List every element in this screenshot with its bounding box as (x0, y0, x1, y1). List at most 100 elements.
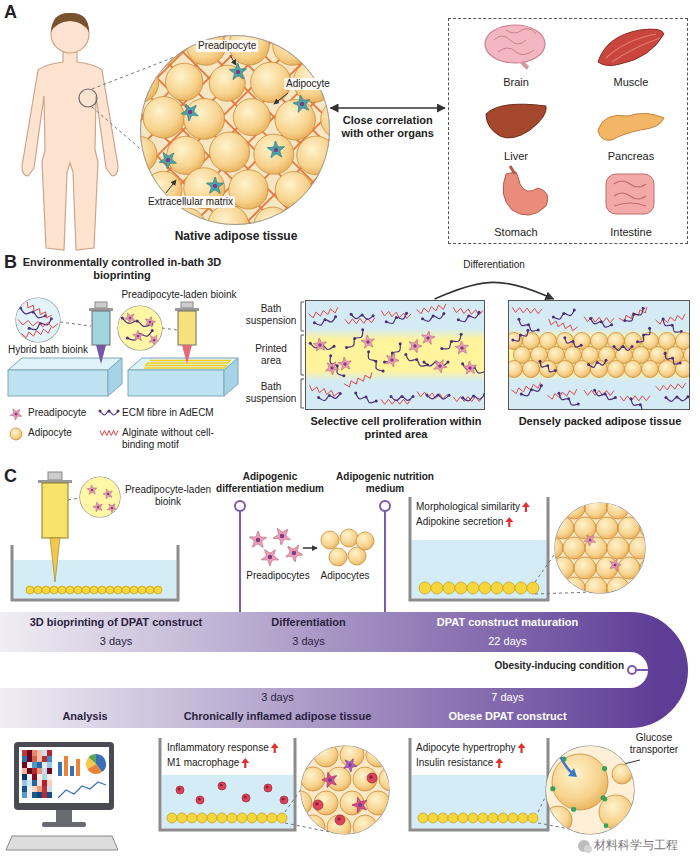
cell-nucleus (315, 802, 319, 806)
organ-label: Intestine (581, 226, 681, 239)
adipocyte-cell (541, 497, 563, 519)
adipocyte-cell (557, 361, 574, 378)
macrophage-cell (335, 815, 345, 825)
adipocyte-cell (574, 557, 596, 579)
fibre-dot (117, 410, 120, 413)
fibre-dot (446, 360, 449, 363)
fibre-dot (554, 369, 557, 372)
fibre-dot (313, 321, 316, 324)
ecm-fibre (559, 393, 578, 405)
adipocyte-cell (275, 172, 312, 209)
syringe-plunger (181, 302, 193, 308)
increase-arrow-head (518, 743, 526, 748)
ecm-fibre (591, 319, 612, 328)
adipocyte-cell (356, 532, 374, 550)
printed-construct (26, 586, 34, 594)
heatmap-cell (42, 756, 47, 762)
adipocyte-cell (596, 517, 618, 539)
adipocyte-cell (141, 28, 179, 66)
heatmap-cell (22, 750, 27, 756)
heatmap-cell (27, 750, 32, 756)
printed-construct (122, 586, 130, 594)
ecm-fibre (589, 360, 606, 367)
printed-construct (138, 586, 146, 594)
fibre-dot (450, 340, 453, 343)
fibre-dot (108, 410, 111, 413)
preadipocyte-cell (422, 331, 435, 344)
adipocyte-cell (98, 97, 138, 137)
fibre-dot (604, 392, 607, 395)
adipocyte-cell (143, 97, 184, 138)
fibre-dot (372, 314, 375, 317)
adipocyte-cell (273, 26, 313, 66)
zoom-guide (68, 498, 80, 500)
line-chart (58, 782, 106, 798)
preadipocyte-cell (181, 104, 198, 121)
organ-label: Stomach (466, 226, 566, 239)
step-duration: 3 days (170, 691, 385, 704)
heatmap-cell (37, 780, 42, 786)
cell-nucleus (460, 346, 464, 350)
preadipocyte-cell (133, 331, 143, 341)
heatmap-cell (37, 774, 42, 780)
outcome-label: Insulin resistance (416, 757, 493, 769)
bath-bioink-zoom (16, 298, 60, 342)
printed-construct (66, 586, 74, 594)
adipocyte-cell (608, 361, 625, 378)
fibre-dot (519, 334, 522, 337)
fibre-dot (461, 362, 464, 365)
fibre-dot (664, 396, 667, 399)
preadipocyte-cell (145, 317, 155, 327)
fibre-dot (642, 307, 645, 310)
heatmap-cell (32, 780, 37, 786)
printed-construct (488, 813, 498, 823)
heatmap-cell (37, 786, 42, 792)
heatmap-cell (42, 780, 47, 786)
ecm-fibre (595, 390, 616, 399)
medium-stem (384, 511, 386, 612)
ecm-line (0, 20, 163, 240)
legend-text: Adipocyte (28, 427, 72, 439)
adipocyte-cell (574, 361, 591, 378)
printed-construct (443, 582, 455, 594)
printed-construct (448, 813, 458, 823)
monitor-frame (14, 742, 114, 810)
fibre-dot (361, 314, 364, 317)
printed-construct (468, 813, 478, 823)
printed-construct (247, 813, 257, 823)
increase-arrow-head (505, 517, 513, 522)
cell-label: Adipocyte (284, 78, 332, 90)
cell-label: Preadipocyte (196, 40, 258, 52)
cell-nucleus (390, 358, 394, 362)
cell-nucleus (178, 788, 181, 791)
heatmap-cell (47, 786, 52, 792)
adipocyte-cell (607, 577, 629, 599)
step-name: Analysis (0, 710, 170, 723)
adipocyte-cell (599, 795, 633, 829)
adipocyte-cell (353, 767, 377, 791)
cell-nucleus (274, 148, 279, 153)
cell-nucleus (97, 506, 100, 509)
brain-fold (498, 48, 534, 55)
ecm-fibre (565, 338, 581, 347)
printed-construct (34, 586, 42, 594)
ecm-line (0, 20, 137, 240)
adipocyte-cell (541, 537, 563, 559)
adipocyte-cell (340, 529, 358, 547)
heatmap-cell (32, 792, 37, 798)
fibre-dot (614, 396, 617, 399)
ecm-fibre (521, 385, 541, 395)
preadipocyte-cell (322, 772, 337, 787)
heatmap-cell (37, 792, 42, 798)
adipocyte-cell (10, 428, 22, 440)
tank-wall (12, 545, 178, 600)
fibre-dot (383, 361, 386, 364)
muscle-stripe (612, 38, 660, 62)
fibre-dot (405, 312, 408, 315)
step-name: DPAT construct maturation (385, 616, 630, 629)
outcome-label: Inflammatory response (167, 742, 269, 754)
heatmap-cell (22, 780, 27, 786)
printed-area-panel: Selective cell proliferation within prin… (305, 300, 485, 410)
timeline-step: Differentiation3 days (232, 612, 385, 652)
fibre-dot (662, 318, 665, 321)
